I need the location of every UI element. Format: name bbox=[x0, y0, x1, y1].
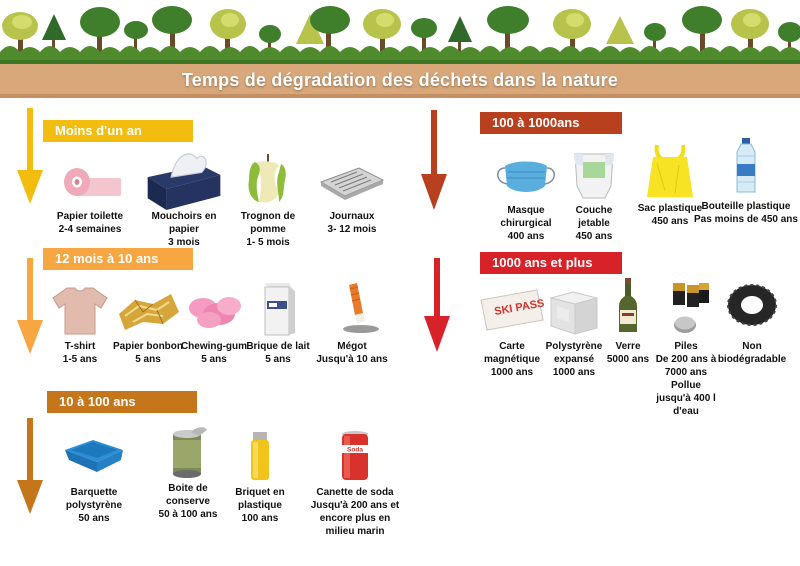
apple-core-icon bbox=[248, 154, 286, 203]
arrow-down-icon bbox=[421, 110, 447, 210]
category-less-than-one-year: Moins d'un an bbox=[43, 120, 193, 142]
arrow-down-icon bbox=[17, 418, 43, 514]
tin-can-icon bbox=[173, 427, 207, 478]
category-10-100-years: 10 à 100 ans bbox=[47, 391, 197, 413]
trees-illustration bbox=[2, 6, 800, 54]
chewing-gum-icon bbox=[189, 297, 241, 328]
glass-bottle-icon bbox=[619, 278, 637, 332]
polystyrene-tray-icon bbox=[65, 440, 123, 472]
can-label: Soda bbox=[347, 447, 363, 454]
ski-pass-card-icon: SKI PASS bbox=[480, 289, 545, 331]
landscape-banner bbox=[0, 0, 800, 100]
diaper-icon bbox=[574, 153, 614, 199]
soda-can-icon: Soda bbox=[342, 431, 368, 480]
tire-icon bbox=[727, 284, 777, 326]
page-title: Temps de dégradation des déchets dans la… bbox=[181, 70, 619, 90]
earth-band bbox=[0, 64, 800, 97]
toilet-paper-icon bbox=[64, 168, 121, 196]
candy-wrapper-icon bbox=[119, 294, 179, 330]
batteries-icon bbox=[673, 283, 709, 333]
plastic-bag-icon bbox=[647, 144, 693, 197]
arrow-down-icon bbox=[17, 258, 43, 354]
arrow-down-icon bbox=[424, 258, 450, 352]
plastic-bottle-icon bbox=[736, 138, 756, 193]
milk-carton-icon bbox=[264, 283, 295, 336]
newspaper-icon bbox=[319, 167, 385, 200]
cigarette-butt-icon bbox=[343, 283, 379, 333]
tissue-box-icon bbox=[147, 153, 221, 210]
category-12-months-10-years: 12 mois à 10 ans bbox=[43, 248, 193, 270]
arrow-down-icon bbox=[17, 108, 43, 204]
t-shirt-icon bbox=[52, 287, 108, 335]
surgical-mask-icon bbox=[497, 161, 555, 192]
lighter-icon bbox=[251, 432, 269, 480]
polystyrene-foam-icon bbox=[549, 291, 599, 335]
category-1000-years-plus: 1000 ans et plus bbox=[480, 252, 622, 274]
category-100-1000-years: 100 à 1000ans bbox=[480, 112, 622, 134]
